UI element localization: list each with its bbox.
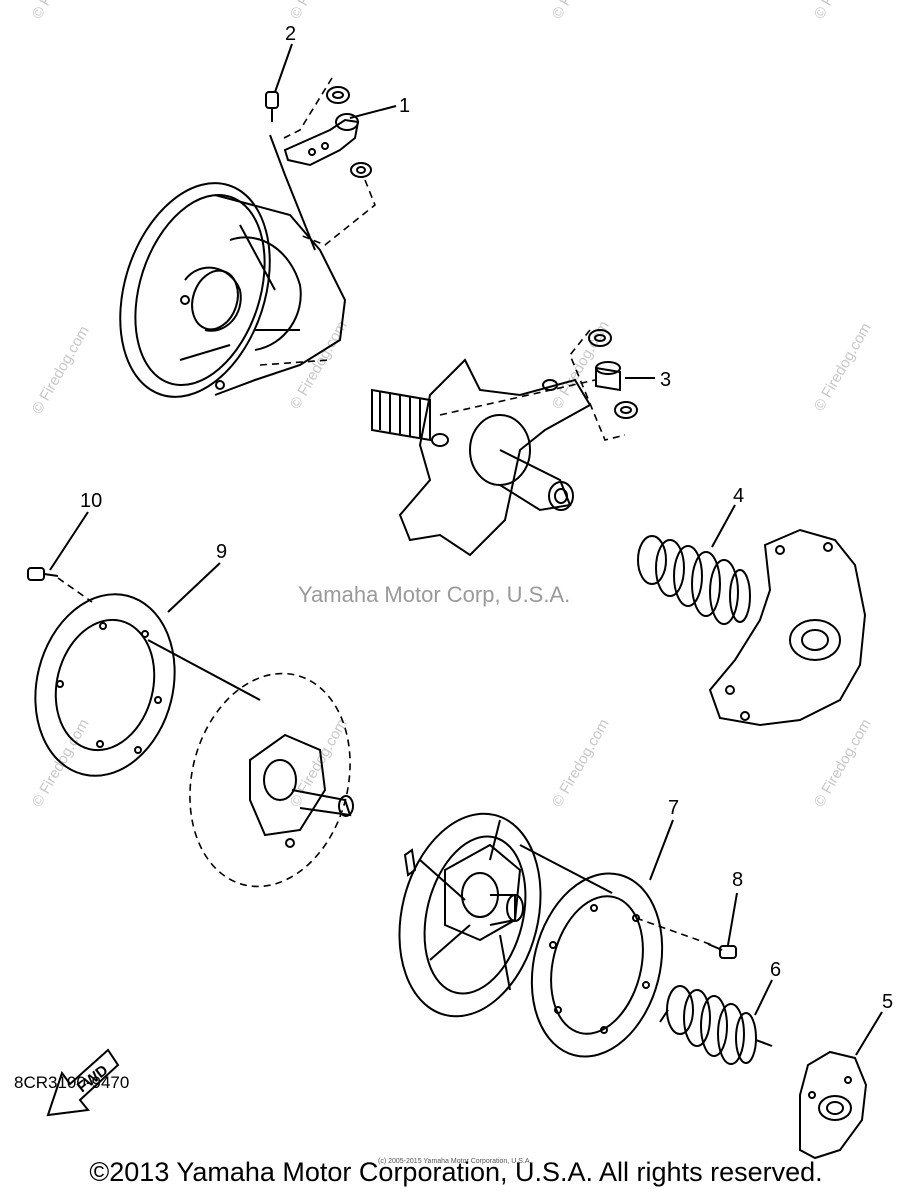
part-8-bolt (707, 943, 737, 959)
secondary-sheave (398, 812, 613, 1018)
watermark-3: © Firedog.com (549, 318, 613, 412)
part-7-disc (530, 872, 716, 1058)
part-code: 8CR3100-9470 (14, 1073, 130, 1092)
part-2-bolt (265, 91, 279, 122)
secondary-cover (708, 528, 867, 727)
callout-numbers: 1 2 3 4 5 6 7 8 9 10 (80, 23, 893, 1013)
watermark-8: © Firedog.com (811, 716, 875, 810)
tiny-notice: (c) 2005-2015 Yamaha Motor Corporation, … (378, 1158, 532, 1165)
callout-1: 1 (399, 95, 410, 117)
center-watermark: Yamaha Motor Corp, U.S.A. (298, 582, 570, 607)
movable-sheave (189, 672, 354, 888)
callout-6: 6 (770, 959, 781, 981)
part-5-cam (799, 1050, 868, 1160)
watermark-10: © Firedog.com (287, 0, 351, 22)
callout-9: 9 (216, 541, 227, 563)
primary-sheave-housing (119, 182, 347, 398)
watermark-7: © Firedog.com (549, 716, 613, 810)
watermark-11: © Firedog.com (549, 0, 613, 22)
part-10-bolt (27, 567, 59, 581)
watermark-9: © Firedog.com (29, 0, 93, 22)
callout-7: 7 (668, 797, 679, 819)
part-9-disc (34, 577, 261, 777)
leader-lines (49, 43, 883, 1056)
callout-5: 5 (882, 991, 893, 1013)
part-1-bracket (269, 77, 376, 251)
firedog-watermarks: © Firedog.com © Firedog.com © Firedog.co… (29, 0, 875, 810)
watermark-1: © Firedog.com (29, 323, 93, 417)
part-6-spring (659, 985, 773, 1065)
watermark-12: © Firedog.com (811, 0, 875, 22)
part-3-spider (371, 329, 638, 557)
callout-3: 3 (660, 369, 671, 391)
callout-8: 8 (732, 869, 743, 891)
callout-4: 4 (733, 485, 744, 507)
callout-10: 10 (80, 490, 102, 512)
callout-2: 2 (285, 23, 296, 45)
watermark-4: © Firedog.com (811, 320, 875, 414)
part-4-spring (637, 535, 751, 625)
copyright-line: ©2013 Yamaha Motor Corporation, U.S.A. A… (89, 1157, 823, 1187)
